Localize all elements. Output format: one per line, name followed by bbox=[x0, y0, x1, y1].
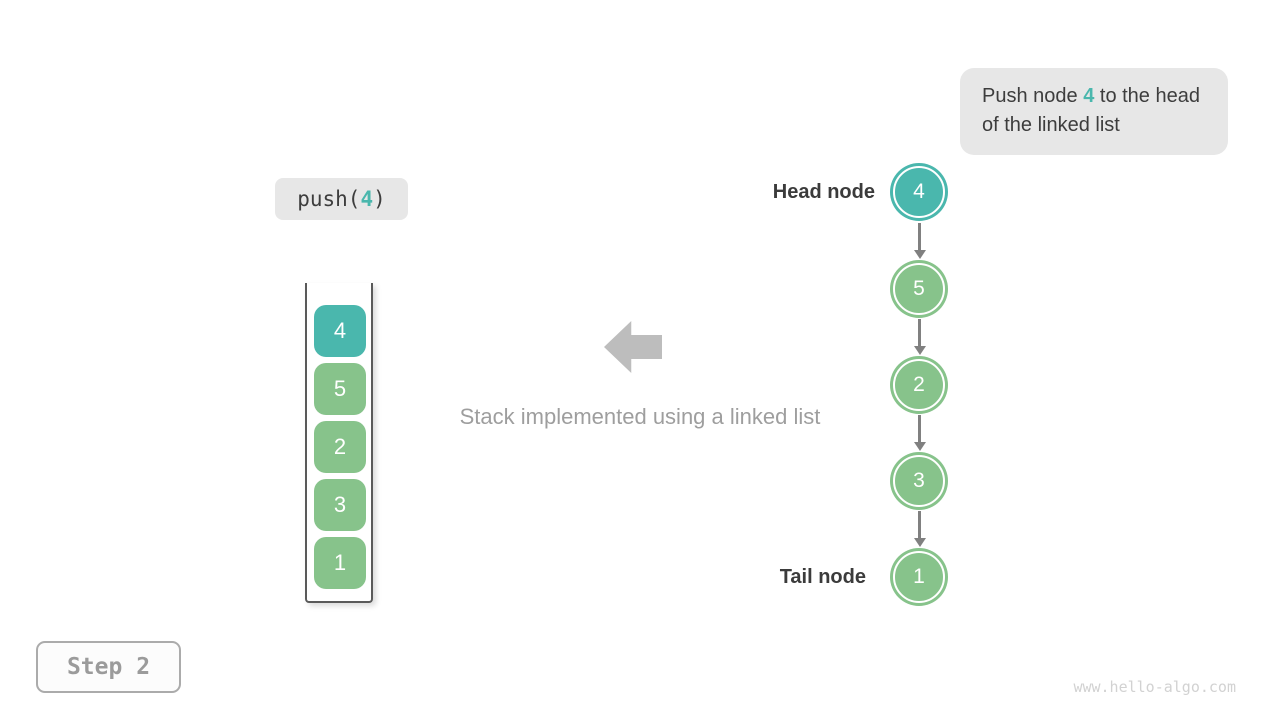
arrow-shaft bbox=[918, 319, 921, 346]
stack-item-value: 2 bbox=[333, 434, 347, 459]
stack-item: 2 bbox=[314, 421, 366, 473]
diagram-caption: Stack implemented using a linked list bbox=[459, 404, 821, 429]
step-badge: Step 2 bbox=[36, 641, 181, 693]
list-node: 4 bbox=[890, 163, 948, 221]
list-node: 5 bbox=[890, 260, 948, 318]
list-node: 3 bbox=[890, 452, 948, 510]
step-label: Step 2 bbox=[66, 654, 151, 680]
push-operation-box: push(4) bbox=[275, 178, 408, 220]
note-text-suffix: to the head of the linked list bbox=[982, 85, 1200, 136]
list-node-value: 2 bbox=[913, 373, 925, 396]
stack-item-value: 5 bbox=[333, 376, 347, 401]
stack-item: 5 bbox=[314, 363, 366, 415]
stack-item-value: 3 bbox=[333, 492, 347, 517]
down-arrow-icon bbox=[912, 319, 927, 355]
explanation-note: Push node 4 to the head of the linked li… bbox=[960, 68, 1228, 155]
note-highlight-value: 4 bbox=[1083, 85, 1095, 107]
arrow-shaft bbox=[918, 511, 921, 538]
tail-node-label: Tail node bbox=[779, 566, 866, 588]
arrow-head bbox=[913, 538, 926, 547]
down-arrow-icon bbox=[912, 223, 927, 259]
stack-container: 4 5 2 3 1 bbox=[305, 283, 373, 603]
stack-item: 1 bbox=[314, 537, 366, 589]
down-arrow-icon bbox=[912, 511, 927, 547]
head-node-label: Head node bbox=[772, 181, 875, 203]
list-node: 1 bbox=[890, 548, 948, 606]
op-arg: 4 bbox=[360, 187, 374, 211]
arrow-shaft bbox=[918, 223, 921, 250]
arrow-head bbox=[913, 442, 926, 451]
list-node-value: 5 bbox=[913, 277, 925, 300]
op-suffix: ) bbox=[373, 187, 386, 211]
stack-item-value: 1 bbox=[333, 550, 347, 575]
stack-item: 3 bbox=[314, 479, 366, 531]
list-node-value: 4 bbox=[913, 180, 925, 203]
list-node-value: 1 bbox=[913, 565, 925, 588]
note-text-prefix: Push node bbox=[982, 85, 1084, 107]
block-arrow-left-icon bbox=[604, 321, 662, 373]
arrow-head bbox=[913, 346, 926, 355]
arrow-shaft bbox=[918, 415, 921, 442]
down-arrow-icon bbox=[912, 415, 927, 451]
stack-item: 4 bbox=[314, 305, 366, 357]
list-node: 2 bbox=[890, 356, 948, 414]
stack-item-value: 4 bbox=[333, 318, 347, 343]
list-node-value: 3 bbox=[913, 469, 925, 492]
op-prefix: push( bbox=[297, 187, 361, 211]
arrow-head bbox=[913, 250, 926, 259]
watermark: www.hello-algo.com bbox=[1073, 678, 1236, 696]
